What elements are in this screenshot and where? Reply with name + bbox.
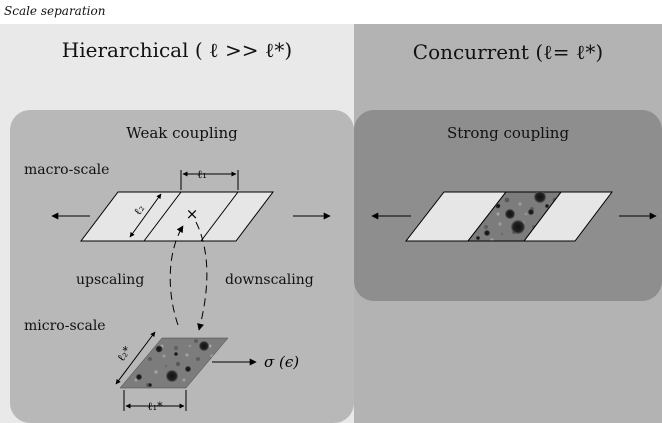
upscaling-label: upscaling xyxy=(76,272,145,288)
macro-plate xyxy=(79,191,275,242)
hierarchical-title: Hierarchical ( ℓ >> ℓ*) xyxy=(61,38,293,62)
strong-coupling-title: Strong coupling xyxy=(446,124,570,142)
l2-star-label: ℓ₂* xyxy=(114,344,134,364)
l2-dimension-arrow xyxy=(129,193,162,238)
macro-scale-label: macro-scale xyxy=(24,162,110,178)
concurrent-pores xyxy=(476,192,549,240)
micro-scale-label: micro-scale xyxy=(24,318,106,334)
l1-star-label: ℓ₁* xyxy=(147,400,163,413)
l2-star-dimension-arrow xyxy=(115,331,156,385)
macro-divider xyxy=(200,191,239,242)
stress-label: σ (ϵ) xyxy=(264,353,299,371)
concurrent-title: Concurrent (ℓ= ℓ*) xyxy=(412,40,604,64)
l1-label: ℓ₁ xyxy=(197,168,207,181)
weak-coupling-title: Weak coupling xyxy=(126,124,238,142)
upscaling-dashed-arrow xyxy=(169,225,184,326)
downscaling-label: downscaling xyxy=(225,272,314,288)
downscaling-dashed-arrow xyxy=(195,221,208,331)
figure-caption: Scale separation xyxy=(4,4,106,18)
macro-point-marker: × xyxy=(186,205,199,223)
